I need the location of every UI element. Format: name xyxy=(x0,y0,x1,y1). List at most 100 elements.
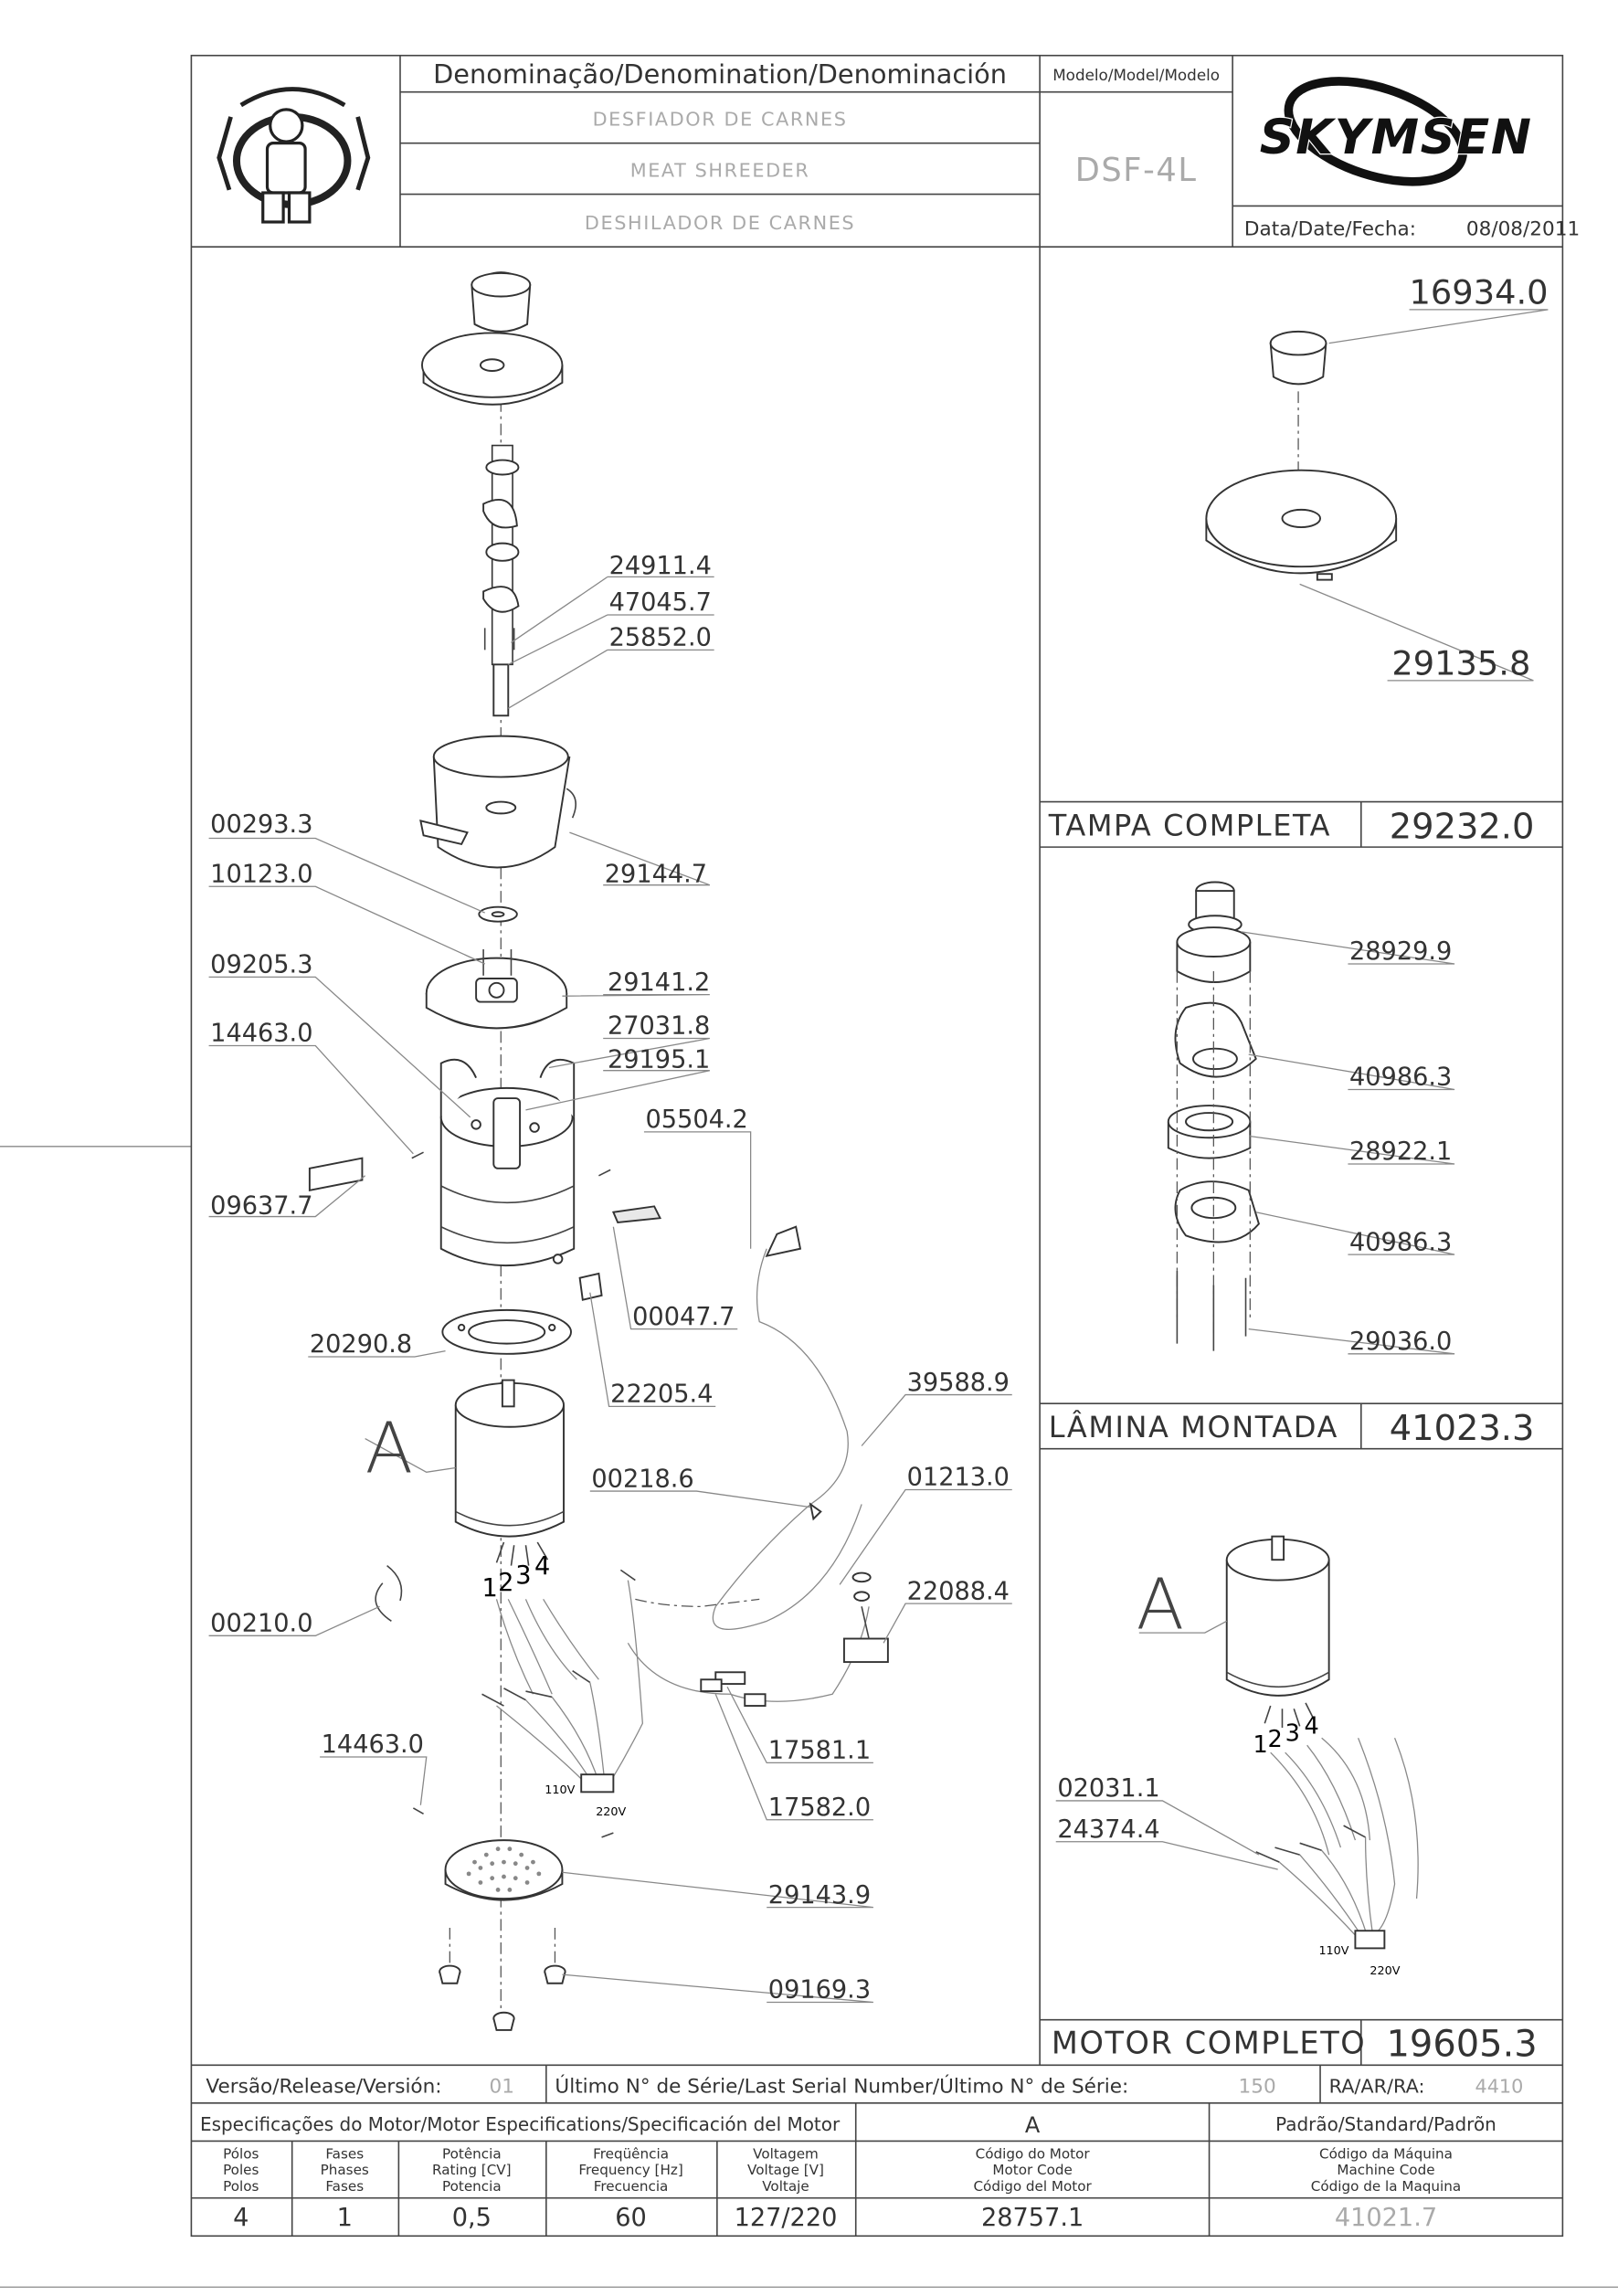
brand-name: SKYMSEN xyxy=(1260,110,1533,165)
spec-value: 1 xyxy=(337,2204,353,2232)
motor-spec-label: Especificações do Motor/Motor Especifica… xyxy=(200,2113,841,2135)
spec-header: Potência xyxy=(442,2146,502,2163)
motor-completo-drawing xyxy=(1225,1535,1419,1950)
part-label: 00293.3 xyxy=(210,810,312,839)
lamina-part-label: 40986.3 xyxy=(1349,1228,1452,1256)
leader-lines xyxy=(1299,309,1549,682)
version-value: 01 xyxy=(489,2076,513,2099)
part-label: 05504.2 xyxy=(646,1106,748,1134)
part-label: 09637.7 xyxy=(210,1191,312,1220)
voltage-label: 110V xyxy=(1318,1944,1348,1958)
part-label: 00218.6 xyxy=(591,1465,693,1493)
ra-value: 4410 xyxy=(1475,2076,1523,2098)
name-en: MEAT SHREEDER xyxy=(630,159,810,181)
motor-part-label: 24374.4 xyxy=(1057,1815,1159,1844)
spec-header: Código da Máquina xyxy=(1319,2146,1453,2163)
spec-header: Potencia xyxy=(442,2178,502,2195)
part-label: 14463.0 xyxy=(322,1730,424,1759)
spec-header: Phases xyxy=(321,2162,369,2178)
assistance-logo xyxy=(217,76,372,230)
spec-header: Voltaje xyxy=(762,2178,809,2195)
name-es: DESHILADOR DE CARNES xyxy=(585,212,855,234)
part-label: 22205.4 xyxy=(610,1381,713,1409)
motor-code-value: 28757.1 xyxy=(981,2204,1084,2232)
wire-number: 3 xyxy=(1285,1719,1300,1747)
part-label: 29143.9 xyxy=(768,1881,871,1910)
date-label: Data/Date/Fecha: xyxy=(1244,217,1416,240)
spec-header: Rating [CV] xyxy=(432,2162,512,2178)
spec-value: 0,5 xyxy=(452,2204,492,2232)
spec-header: Poles xyxy=(223,2162,259,2178)
date-value: 08/08/2011 xyxy=(1466,217,1580,240)
wire-number: 2 xyxy=(498,1569,513,1597)
frame xyxy=(190,54,1564,2238)
lamina-part-label: 40986.3 xyxy=(1349,1063,1452,1092)
part-label: 22088.4 xyxy=(907,1577,1010,1605)
spec-header: Fases xyxy=(325,2146,364,2163)
model-value: DSF-4L xyxy=(1075,152,1198,189)
lamina-montada-drawing xyxy=(1167,881,1260,1351)
lamina-part-label: 28929.9 xyxy=(1349,937,1452,966)
model-label: Modelo/Model/Modelo xyxy=(1052,66,1220,84)
part-label: 00210.0 xyxy=(210,1610,312,1638)
ra-label: RA/AR/RA: xyxy=(1329,2076,1425,2098)
spec-value: 4 xyxy=(233,2204,249,2232)
lamina-part-label: 28922.1 xyxy=(1349,1137,1452,1166)
part-label: 10123.0 xyxy=(210,860,312,888)
part-label: 25852.0 xyxy=(609,624,712,652)
spec-header: Código do Motor xyxy=(976,2146,1091,2163)
spec-header: Frecuencia xyxy=(594,2178,669,2195)
voltage-label: 220V xyxy=(1369,1964,1400,1978)
serial-value: 150 xyxy=(1239,2076,1276,2099)
tampa-completa-title: TAMPA COMPLETA xyxy=(1048,808,1331,842)
spec-header: Freqüência xyxy=(593,2146,669,2163)
motor-code-letter: A xyxy=(1025,2112,1041,2138)
tampa-part-label: 29135.8 xyxy=(1391,644,1530,683)
skymsen-logo: SKYMSEN xyxy=(1259,77,1533,186)
wire-number: 2 xyxy=(1267,1726,1282,1753)
part-label: 39588.9 xyxy=(907,1369,1010,1397)
part-label: 09205.3 xyxy=(210,951,312,979)
spec-header: Polos xyxy=(223,2178,259,2195)
part-label: 24911.4 xyxy=(609,552,712,580)
main-part-labels: 24911.4 47045.7 25852.0 00293.3 29144.7 … xyxy=(210,552,1010,2005)
wire-number: 1 xyxy=(482,1574,498,1603)
spec-header: Voltage [V] xyxy=(747,2162,824,2178)
denomination-label: Denominação/Denomination/Denominación xyxy=(433,58,1007,90)
serial-label: Último N° de Série/Last Serial Number/Úl… xyxy=(555,2075,1128,2099)
tampa-part-label: 16934.0 xyxy=(1410,272,1549,312)
tampa-completa-code: 29232.0 xyxy=(1390,807,1535,848)
spec-header: Frequency [Hz] xyxy=(578,2162,682,2178)
spec-table: Pólos Poles Polos 4 Fases Phases Fases 1… xyxy=(223,2146,1461,2233)
leader-lines xyxy=(208,576,1012,2004)
wire-number: 4 xyxy=(534,1552,550,1581)
lamina-part-label: 29036.0 xyxy=(1349,1328,1452,1356)
version-label: Versão/Release/Versión: xyxy=(206,2076,441,2099)
part-label: 29141.2 xyxy=(608,968,710,997)
part-label: 09169.3 xyxy=(768,1976,871,2005)
wire-number: 4 xyxy=(1304,1712,1318,1740)
tampa-completa-drawing xyxy=(1205,330,1398,581)
motor-completo-title: MOTOR COMPLETO xyxy=(1052,2025,1366,2060)
part-label: 00047.7 xyxy=(632,1303,735,1331)
motor-callout-letter: A xyxy=(1137,1564,1184,1645)
wire-number: 3 xyxy=(515,1561,531,1590)
spec-value: 127/220 xyxy=(735,2204,838,2232)
leader-lines xyxy=(1055,1620,1278,1870)
standard-label: Padrão/Standard/Padrõn xyxy=(1275,2113,1496,2135)
motor-part-label: 02031.1 xyxy=(1057,1774,1159,1803)
motor-completo-code: 19605.3 xyxy=(1386,2024,1537,2066)
part-label: 20290.8 xyxy=(310,1330,412,1359)
part-label: 27031.8 xyxy=(608,1012,710,1041)
lamina-montada-code: 41023.3 xyxy=(1390,1408,1535,1449)
spec-header: Voltagem xyxy=(753,2146,819,2163)
spec-value: 60 xyxy=(615,2204,647,2232)
lamina-montada-title: LÂMINA MONTADA xyxy=(1049,1410,1338,1444)
part-label: 29144.7 xyxy=(605,860,707,888)
voltage-label: 220V xyxy=(596,1805,626,1819)
part-label: 17581.1 xyxy=(768,1737,871,1765)
spec-header: Pólos xyxy=(223,2146,259,2163)
spec-header: Código del Motor xyxy=(973,2178,1092,2195)
